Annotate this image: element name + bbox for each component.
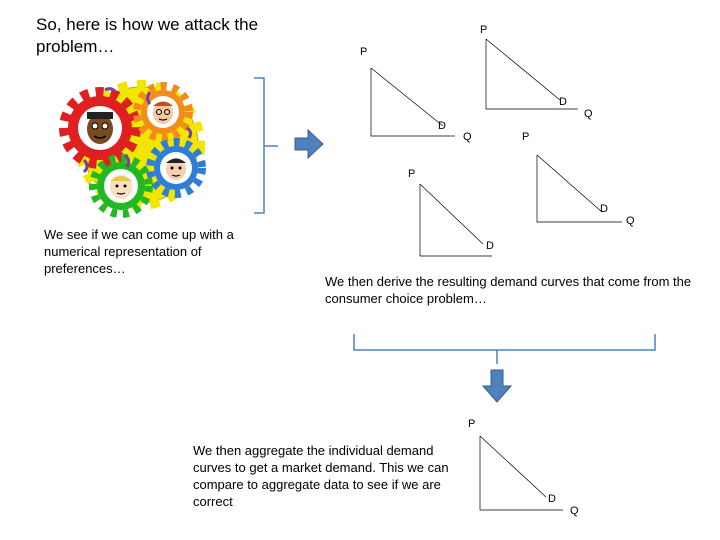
quantity-label: Q: [570, 505, 579, 517]
face-icon: [87, 112, 113, 144]
face-icon: [153, 101, 173, 124]
slide-title: So, here is how we attack the problem…: [36, 15, 259, 56]
caption-aggregate: We then aggregate the individual demand …: [193, 443, 449, 509]
price-label: P: [408, 168, 416, 180]
demand-graph-3: [419, 183, 492, 257]
caption-preferences: We see if we can come up with a numerica…: [44, 227, 234, 276]
demand-label: D: [438, 120, 446, 132]
price-label: P: [522, 131, 530, 143]
quantity-label: Q: [626, 215, 635, 227]
demand-label: D: [486, 240, 494, 252]
arrow-down-icon: [481, 369, 513, 403]
quantity-label: Q: [463, 131, 472, 143]
caption-derive-demand: We then derive the resulting demand curv…: [325, 274, 692, 306]
demand-label: D: [548, 493, 556, 505]
quantity-label: Q: [584, 108, 593, 120]
demand-graph-1: [370, 67, 455, 137]
price-label: P: [468, 418, 476, 430]
demand-label: D: [559, 96, 567, 108]
price-label: P: [480, 24, 488, 36]
red-gear: [59, 87, 141, 169]
bottom-bracket: [353, 334, 656, 364]
demand-label: D: [600, 203, 608, 215]
left-bracket: [254, 77, 278, 214]
face-icon: [166, 158, 186, 180]
price-label: P: [360, 46, 368, 58]
face-icon: [110, 175, 132, 199]
market-demand-graph: [479, 435, 563, 511]
demand-graph-2: [485, 38, 578, 110]
demand-graph-4: [536, 154, 622, 223]
arrow-right-icon: [294, 128, 324, 160]
gears-with-faces-icon: [59, 80, 206, 218]
